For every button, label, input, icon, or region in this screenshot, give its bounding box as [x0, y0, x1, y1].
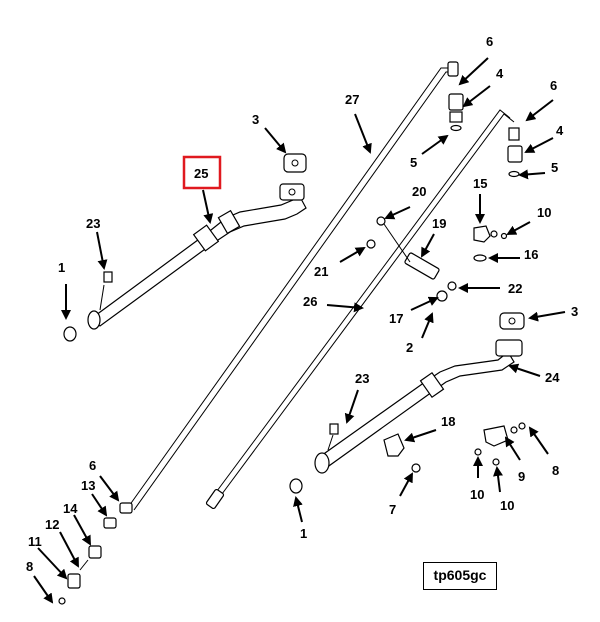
fitting-9 — [474, 422, 526, 466]
callout-6: 6 — [486, 34, 493, 49]
callout-5: 5 — [410, 155, 417, 170]
callout-4: 4 — [496, 66, 504, 81]
callout-7: 7 — [389, 502, 396, 517]
callout-11: 11 — [28, 534, 42, 549]
tube-26 — [205, 109, 515, 510]
leader-arrows — [33, 57, 566, 604]
callout-18: 18 — [441, 414, 455, 429]
callout-3: 3 — [571, 304, 578, 319]
tube-assembly-25 — [63, 153, 307, 342]
fittings-chain-lower-left — [58, 502, 133, 605]
callout-10: 10 — [500, 498, 514, 513]
callout-6: 6 — [550, 78, 557, 93]
fittings-15-16 — [473, 225, 508, 262]
highlight-box-25 — [182, 155, 222, 190]
callout-1: 1 — [300, 526, 307, 541]
callout-17: 17 — [389, 311, 403, 326]
callout-23: 23 — [355, 371, 369, 386]
fittings-cluster-19 — [366, 216, 457, 302]
callout-10: 10 — [537, 205, 551, 220]
callout-2: 2 — [406, 340, 413, 355]
callout-15: 15 — [473, 176, 487, 191]
fittings-4-5-6-upper — [448, 93, 464, 132]
callout-25: 25 — [194, 166, 208, 181]
callout-19: 19 — [432, 216, 446, 231]
tube-27 — [128, 61, 459, 511]
callout-26: 26 — [303, 294, 317, 309]
callout-5: 5 — [551, 160, 558, 175]
bracket-18 — [383, 433, 421, 473]
callout-23: 23 — [86, 216, 100, 231]
callout-20: 20 — [412, 184, 426, 199]
callout-8: 8 — [552, 463, 559, 478]
callout-8: 8 — [26, 559, 33, 574]
callout-27: 27 — [345, 92, 359, 107]
callout-16: 16 — [524, 247, 538, 262]
callout-13: 13 — [81, 478, 95, 493]
callout-6: 6 — [89, 458, 96, 473]
callout-3: 3 — [252, 112, 259, 127]
figure-id-label: tp605gc — [423, 562, 497, 590]
callout-10: 10 — [470, 487, 484, 502]
callout-22: 22 — [508, 281, 522, 296]
callout-1: 1 — [58, 260, 65, 275]
callout-12: 12 — [45, 517, 59, 532]
callout-4: 4 — [556, 123, 564, 138]
fittings-4-5-6-right — [507, 127, 523, 178]
tube-assembly-24 — [289, 312, 525, 494]
callout-9: 9 — [518, 469, 525, 484]
callout-14: 14 — [63, 501, 78, 516]
callout-21: 21 — [314, 264, 328, 279]
callout-24: 24 — [545, 370, 560, 385]
callout-labels: 25 3 23 1 27 6 4 5 6 4 5 20 19 21 26 17 … — [26, 34, 578, 574]
